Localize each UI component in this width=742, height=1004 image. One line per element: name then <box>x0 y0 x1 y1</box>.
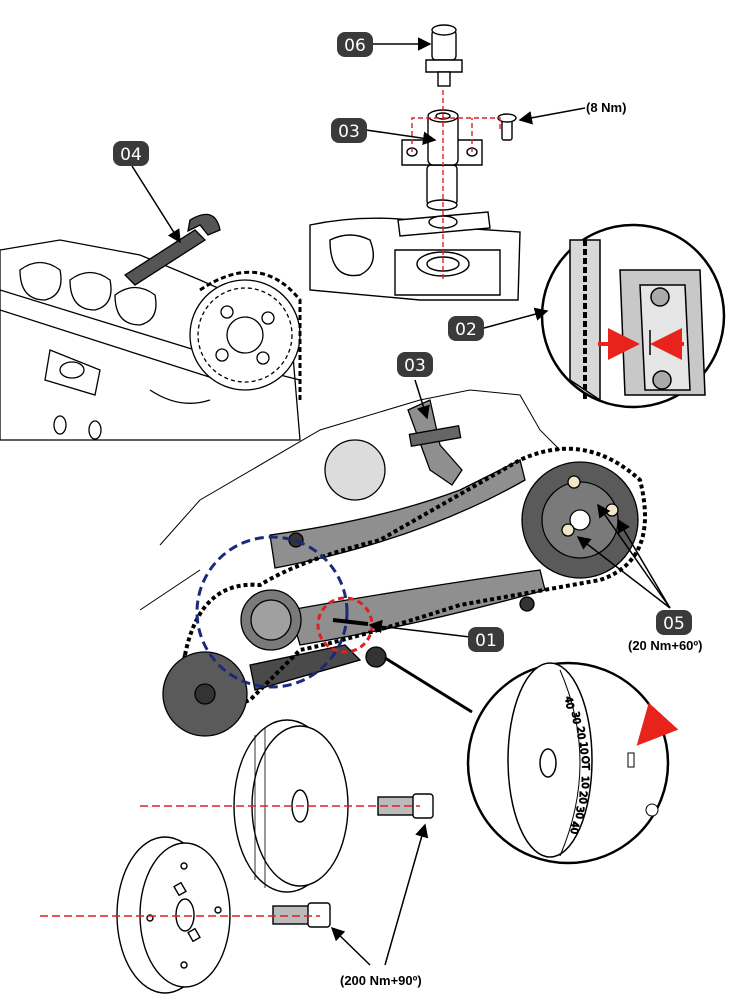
callout-04: 04 <box>113 141 149 166</box>
callout-05: 05 <box>656 610 692 635</box>
callout-label: 01 <box>475 631 497 651</box>
callout-label: 06 <box>344 36 366 56</box>
pulleys-and-bolts <box>40 719 434 994</box>
torque-label-camshaft: (20 Nm+60º) <box>628 638 702 653</box>
callout-01: 01 <box>468 627 504 652</box>
timing-chain-assembly <box>139 389 647 737</box>
scale-label: 20 <box>577 791 588 804</box>
callout-label: 03 <box>338 122 360 142</box>
callout-label: 05 <box>663 614 685 634</box>
scale-label: 10 <box>577 741 589 754</box>
scale-label: 30 <box>573 806 585 819</box>
callout-label: 03 <box>404 356 426 376</box>
camshaft-wrench-view <box>0 213 302 441</box>
callout-06: 06 <box>337 32 373 57</box>
callout-03-top: 03 <box>331 118 367 143</box>
magnifier-timing-scale: 40 30 20 10 OT 10 20 30 40 <box>466 661 679 865</box>
scale-label: OT <box>579 756 591 771</box>
magnifier-cam-lock <box>540 223 726 409</box>
scale-label: 40 <box>568 821 580 835</box>
tensioner-exploded-view <box>309 24 521 301</box>
callout-label: 04 <box>120 145 142 165</box>
callout-03-mid: 03 <box>397 352 433 377</box>
scale-label: 40 <box>562 696 575 710</box>
callout-02: 02 <box>448 316 484 341</box>
torque-label-8nm: (8 Nm) <box>586 100 626 115</box>
leader-lines <box>131 37 671 966</box>
torque-label-crank: (200 Nm+90º) <box>340 973 422 988</box>
timing-scale-labels: 40 30 20 10 OT 10 20 30 40 <box>562 695 591 835</box>
scale-label: 10 <box>579 776 590 789</box>
callout-label: 02 <box>455 320 477 340</box>
scale-label: 30 <box>569 711 582 725</box>
scale-label: 20 <box>574 726 586 740</box>
